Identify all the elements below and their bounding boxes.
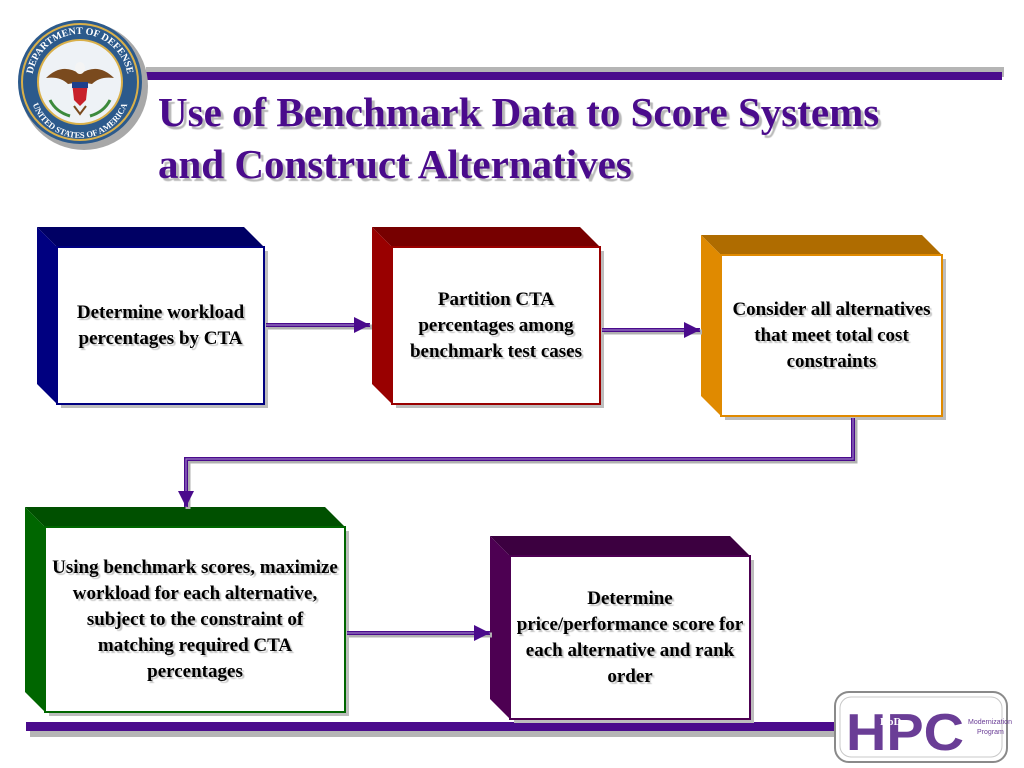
bottom-rule [26, 722, 866, 731]
logo-line2: Program [977, 729, 1004, 736]
top-rule [140, 72, 1002, 80]
process-box-5 [490, 536, 754, 723]
hpc-letters: HPC [846, 704, 964, 762]
process-box-2 [372, 227, 604, 408]
arrow-1-to-2 [266, 317, 372, 333]
bottom-rule-shadow [30, 727, 870, 737]
box-2-text: Partition CTA percentages among benchmar… [409, 288, 583, 362]
box-1-text: Determine workload percentages by CTA [76, 301, 245, 349]
arrow-2-to-3 [602, 322, 702, 338]
box-5-text: Determine price/performance score for ea… [516, 587, 744, 687]
hpc-logo-icon: HPC DoD Modernization Program [834, 691, 1012, 763]
page-title-line-1: Use of Benchmark Data to Score Systems [158, 89, 880, 135]
process-box-3 [701, 235, 946, 420]
arrows-layer [178, 317, 858, 641]
logo-line1: Modernization [968, 719, 1012, 726]
box-4-text: Using benchmark scores, maximize workloa… [52, 556, 338, 682]
arrow-3-to-4 [178, 418, 858, 509]
dod-seal-icon: DEPARTMENT OF DEFENSE UNITED STATES OF A… [18, 20, 148, 150]
boxes-layer [25, 227, 946, 723]
process-box-1 [37, 227, 268, 408]
box-3-text: Consider all alternatives that meet tota… [732, 298, 931, 372]
dod-letters: DoD [880, 716, 901, 728]
arrow-4-to-5 [347, 625, 492, 641]
process-box-4 [25, 507, 349, 716]
page-title-line-2: and Construct Alternatives [158, 141, 632, 187]
